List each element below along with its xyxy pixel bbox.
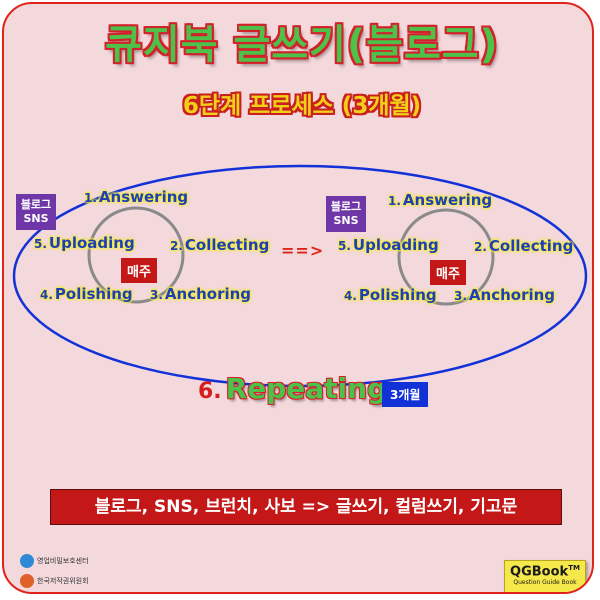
step-collecting-right: 2.Collecting — [474, 237, 573, 255]
step-label: Polishing — [358, 286, 437, 304]
blog-tag-line1: 블로그 — [330, 200, 362, 213]
logo-copyright-commission: 한국저작권위원회 — [20, 574, 89, 588]
step-number: 1. — [84, 191, 97, 205]
page-subtitle: 6단계 프로세스 (3개월) — [182, 93, 422, 119]
step-number: 4. — [344, 289, 357, 303]
usage-banner: 블로그, SNS, 브런치, 사보 => 글쓰기, 컬럼쓰기, 기고문 — [50, 489, 562, 525]
trademark: TM — [568, 564, 580, 572]
brand-tagline: Question Guide Book — [513, 579, 577, 587]
blog-tag-line1: 블로그 — [20, 198, 52, 211]
step-label: Anchoring — [164, 285, 252, 303]
logo-text: 한국저작권위원회 — [37, 577, 89, 585]
step-anchoring-left: 3.Anchoring — [150, 285, 251, 303]
blog-tag-line2: SNS — [23, 212, 49, 225]
step-answering-right: 1.Answering — [388, 191, 492, 209]
brand-name-row: QGBookTM — [505, 564, 585, 579]
repeat-number: 6. — [198, 379, 222, 404]
step-polishing-left: 4.Polishing — [40, 285, 133, 303]
step-uploading-right: 5.Uploading — [338, 236, 439, 254]
weekly-label-left: 매주 — [121, 258, 157, 283]
step-label: Collecting — [184, 236, 270, 254]
blog-sns-tag-left: 블로그 SNS — [16, 194, 56, 230]
step-collecting-left: 2.Collecting — [170, 236, 269, 254]
step-anchoring-right: 3.Anchoring — [454, 286, 555, 304]
step-number: 4. — [40, 288, 53, 302]
blog-tag-line2: SNS — [333, 214, 359, 227]
step-number: 1. — [388, 194, 401, 208]
duration-badge: 3개월 — [382, 382, 429, 407]
cycle-diagram-shapes — [12, 164, 588, 388]
step-number: 3. — [454, 289, 467, 303]
repeat-label: Repeating — [225, 372, 388, 405]
step-label: Polishing — [54, 285, 133, 303]
weekly-label-right: 매주 — [430, 260, 466, 285]
card-frame: 큐지북 글쓰기(블로그) 6단계 프로세스 (3개월) 블로그 SNS 1.An… — [2, 2, 594, 594]
copyright-logo-icon — [20, 574, 34, 588]
step-label: Anchoring — [468, 286, 556, 304]
step-number: 2. — [170, 239, 183, 253]
step-number: 3. — [150, 288, 163, 302]
blog-sns-tag-right: 블로그 SNS — [326, 196, 366, 232]
page-title: 큐지북 글쓰기(블로그) — [105, 22, 499, 68]
repeat-ellipse — [12, 164, 588, 388]
brand-name: QGBook — [510, 564, 569, 580]
trade-secret-logo-icon — [20, 554, 34, 568]
repeat-step: 6. Repeating — [198, 372, 387, 405]
step-label: Uploading — [48, 234, 135, 252]
logo-text: 영업비밀보호센터 — [37, 557, 89, 565]
step-label: Answering — [402, 191, 493, 209]
left-cycle-circle — [87, 206, 185, 304]
right-cycle-circle — [397, 208, 495, 306]
logo-trade-secret: 영업비밀보호센터 — [20, 554, 89, 568]
step-number: 2. — [474, 240, 487, 254]
step-uploading-left: 5.Uploading — [34, 234, 135, 252]
step-label: Uploading — [352, 236, 439, 254]
step-number: 5. — [34, 237, 47, 251]
step-number: 5. — [338, 239, 351, 253]
step-polishing-right: 4.Polishing — [344, 286, 437, 304]
arrow-next: ==> — [281, 241, 325, 260]
step-label: Collecting — [488, 237, 574, 255]
qgbook-logo: QGBookTM Question Guide Book — [504, 560, 586, 592]
step-answering-left: 1.Answering — [84, 188, 188, 206]
step-label: Answering — [98, 188, 189, 206]
